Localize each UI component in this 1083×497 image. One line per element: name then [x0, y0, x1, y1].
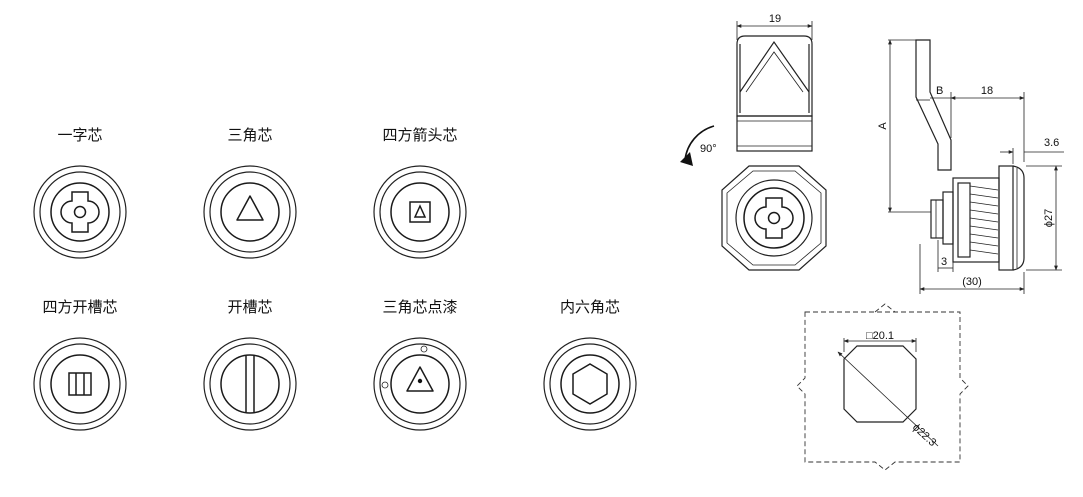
hexagon-icon: [543, 337, 637, 431]
square-arrow-icon: [373, 165, 467, 259]
dim-phi22-3: ϕ22.3: [910, 421, 938, 449]
square-slot-icon: [33, 337, 127, 431]
slot-key-icon: [33, 165, 127, 259]
dim-phi27: ϕ27: [1043, 209, 1055, 227]
triangle-icon: [203, 165, 297, 259]
dim-3: 3: [941, 256, 947, 268]
core-label-slot: 一字芯: [57, 126, 102, 144]
core-label-straight-slot: 开槽芯: [227, 298, 272, 316]
dim-3-6: 3.6: [1044, 137, 1059, 149]
panel-cutout: □20.1 ϕ22.3: [796, 303, 969, 471]
front-view: 19 90°: [680, 13, 827, 271]
dim-A: A: [877, 122, 889, 130]
core-label-hexagon: 内六角芯: [560, 298, 620, 316]
triangle-painted-icon: [373, 337, 467, 431]
straight-slot-icon: [203, 337, 297, 431]
dim-30: (30): [962, 276, 982, 288]
dim-B: B: [936, 85, 943, 97]
side-view: A B 18 3.6 ϕ27 3 (30): [877, 39, 1064, 294]
dim-square-20-1: □20.1: [866, 330, 894, 342]
core-label-square-arrow: 四方箭头芯: [382, 126, 457, 144]
dim-18: 18: [981, 85, 993, 97]
dim-width-19: 19: [769, 13, 781, 25]
core-label-triangle-painted: 三角芯点漆: [382, 298, 457, 316]
rotation-label: 90°: [700, 143, 717, 155]
core-label-square-slot: 四方开槽芯: [42, 298, 117, 316]
core-label-triangle: 三角芯: [227, 126, 272, 144]
